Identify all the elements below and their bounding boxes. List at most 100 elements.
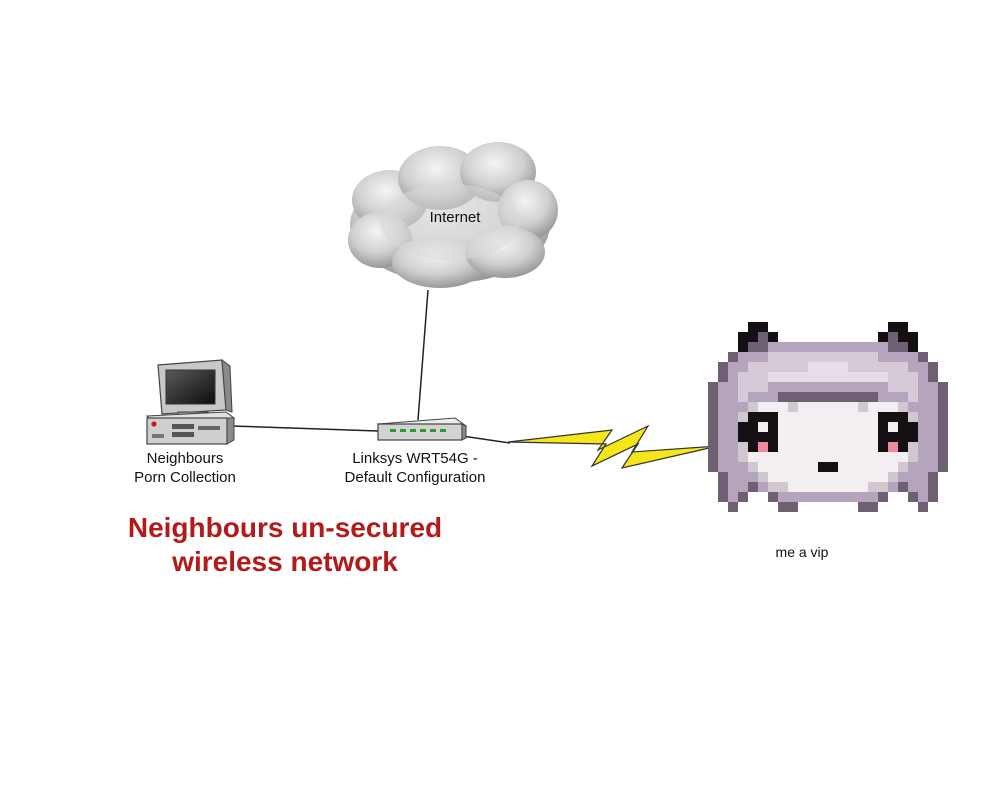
pixel-block: [758, 382, 768, 392]
pixel-block: [858, 402, 868, 412]
pixel-block: [798, 372, 808, 382]
pixel-block: [938, 402, 948, 412]
pixel-block: [818, 432, 828, 442]
pixel-block: [748, 332, 758, 342]
pixel-block: [788, 362, 798, 372]
pixel-block: [788, 352, 798, 362]
pixel-block: [778, 462, 788, 472]
pixel-block: [908, 372, 918, 382]
pixel-block: [768, 392, 778, 402]
pixel-block: [938, 462, 948, 472]
internet-router-link: [417, 289, 429, 421]
pixel-block: [808, 492, 818, 502]
headline-line-1: Neighbours un-secured: [127, 512, 443, 543]
pixel-block: [818, 422, 828, 432]
pixel-block: [738, 332, 748, 342]
pixel-block: [938, 442, 948, 452]
pixel-block: [938, 452, 948, 462]
pixel-block: [838, 482, 848, 492]
pixel-block: [868, 482, 878, 492]
pixel-block: [918, 402, 928, 412]
pixel-block: [748, 362, 758, 372]
pixel-block: [878, 492, 888, 502]
internet-label: Internet: [429, 209, 481, 226]
pixel-block: [858, 392, 868, 402]
pixel-block: [888, 462, 898, 472]
pixel-block: [768, 402, 778, 412]
pixel-block: [778, 442, 788, 452]
pixel-block: [848, 492, 858, 502]
character-caption: me a vip: [775, 544, 829, 560]
pixel-block: [918, 472, 928, 482]
pixel-block: [798, 492, 808, 502]
pixel-block: [908, 412, 918, 422]
pixel-block: [848, 412, 858, 422]
pixel-block: [898, 392, 908, 402]
pixel-block: [758, 452, 768, 462]
pixel-block: [718, 372, 728, 382]
computer-label-line-1: Neighbours: [146, 450, 224, 467]
pixel-block: [738, 422, 748, 432]
pixel-block: [848, 422, 858, 432]
pixel-block: [838, 432, 848, 442]
pixel-block: [878, 352, 888, 362]
pixel-block: [798, 362, 808, 372]
pixel-block: [838, 422, 848, 432]
pixel-block: [908, 432, 918, 442]
pixel-block: [898, 342, 908, 352]
pixel-block: [808, 432, 818, 442]
pixel-block: [758, 392, 768, 402]
pixel-block: [738, 392, 748, 402]
pixel-block: [878, 392, 888, 402]
pixel-block: [708, 402, 718, 412]
pixel-block: [758, 442, 768, 452]
pixel-block: [898, 442, 908, 452]
pixel-block: [758, 362, 768, 372]
pixel-block: [818, 412, 828, 422]
pixel-block: [928, 412, 938, 422]
pixel-block: [848, 482, 858, 492]
pixel-block: [718, 472, 728, 482]
pixel-block: [888, 442, 898, 452]
pixel-block: [798, 342, 808, 352]
pixel-block: [798, 382, 808, 392]
pixel-block: [808, 422, 818, 432]
pixel-block: [918, 392, 928, 402]
pixel-block: [808, 352, 818, 362]
pixel-block: [918, 462, 928, 472]
pixel-block: [718, 402, 728, 412]
pixel-block: [738, 492, 748, 502]
pixel-block: [918, 452, 928, 462]
pixel-block: [758, 342, 768, 352]
pixel-block: [918, 372, 928, 382]
pixel-block: [898, 482, 908, 492]
pixel-block: [848, 372, 858, 382]
pixel-block: [838, 362, 848, 372]
pixel-block: [788, 422, 798, 432]
pixel-block: [778, 482, 788, 492]
pixel-block: [738, 442, 748, 452]
pixel-block: [928, 482, 938, 492]
pixel-block: [928, 472, 938, 482]
pixel-block: [858, 412, 868, 422]
pixel-block: [878, 342, 888, 352]
pixel-block: [768, 452, 778, 462]
pixel-block: [858, 452, 868, 462]
pixel-block: [778, 362, 788, 372]
pixel-block: [788, 412, 798, 422]
pixel-block: [768, 472, 778, 482]
pixel-block: [838, 352, 848, 362]
pixel-block: [748, 462, 758, 472]
pixel-block: [908, 362, 918, 372]
pixel-block: [788, 342, 798, 352]
pixel-block: [898, 412, 908, 422]
pixel-block: [878, 432, 888, 442]
pixel-block: [768, 332, 778, 342]
pixel-block: [778, 392, 788, 402]
pixel-block: [908, 382, 918, 392]
pixel-block: [938, 422, 948, 432]
cloud-icon: [348, 142, 558, 288]
pixel-block: [808, 402, 818, 412]
pixel-block: [928, 422, 938, 432]
